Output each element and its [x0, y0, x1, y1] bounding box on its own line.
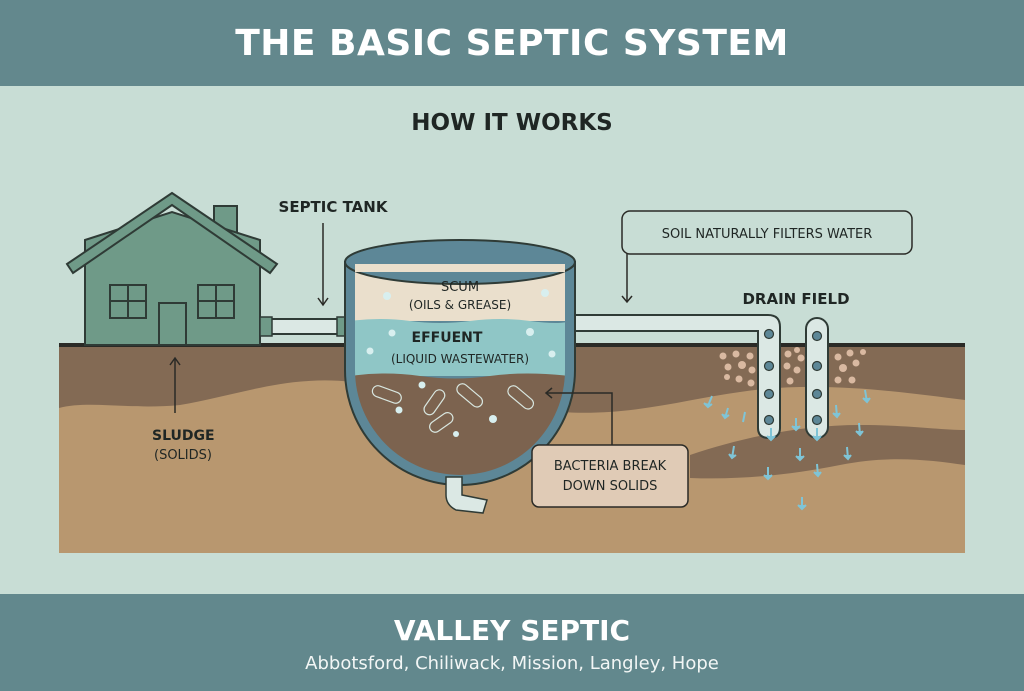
inlet-pipe — [259, 316, 350, 337]
footer-banner: VALLEY SEPTIC Abbotsford, Chiliwack, Mis… — [0, 594, 1024, 691]
service-areas: Abbotsford, Chiliwack, Mission, Langley,… — [305, 653, 719, 674]
house-icon — [65, 191, 279, 346]
effluent-label: EFFUENT — [412, 330, 483, 346]
bacteria-callout — [531, 444, 689, 508]
page-title: THE BASIC SEPTIC SYSTEM — [235, 22, 789, 64]
deep-soil-band — [690, 425, 965, 479]
effluent-description: (LIQUID WASTEWATER) — [391, 352, 529, 366]
scum-label: SCUM — [441, 280, 479, 295]
effluent-layer — [355, 319, 565, 376]
soil-filters-label: SOIL NATURALLY FILTERS WATER — [662, 227, 873, 242]
water-drops — [703, 389, 871, 511]
bacteria — [371, 383, 535, 433]
tank-drain-pipe — [445, 476, 488, 514]
bacteria-label-line2: DOWN SOLIDS — [563, 479, 658, 494]
bubbles — [366, 289, 556, 437]
bacteria-label-line1: BACTERIA BREAK — [554, 459, 667, 474]
outlet-pipe — [574, 314, 829, 440]
roof — [65, 191, 279, 275]
drain-field-label: DRAIN FIELD — [742, 290, 849, 308]
soil-filters-callout — [621, 210, 913, 255]
septic-tank — [344, 239, 576, 514]
scum-description: (OILS & GREASE) — [409, 298, 511, 312]
gravel — [719, 347, 866, 387]
door — [158, 302, 187, 346]
septic-tank-label: SEPTIC TANK — [279, 198, 389, 216]
sludge-description: (SOLIDS) — [154, 448, 212, 463]
company-name: VALLEY SEPTIC — [393, 614, 631, 647]
tank-lid — [344, 239, 576, 285]
pipe-perforations — [763, 328, 823, 426]
section-heading: HOW IT WORKS — [411, 110, 613, 136]
sludge-label: SLUDGE — [152, 428, 215, 444]
header-banner: THE BASIC SEPTIC SYSTEM — [0, 0, 1024, 86]
